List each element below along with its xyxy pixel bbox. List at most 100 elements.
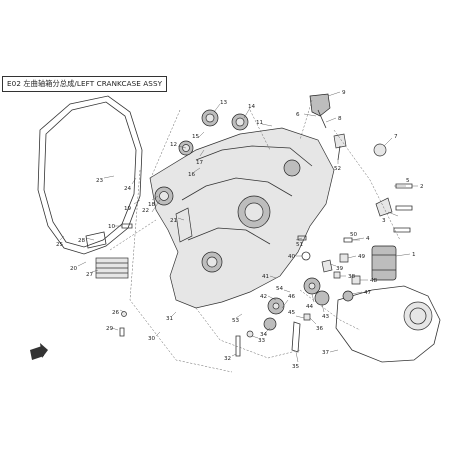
dipstick-cap-7 (373, 143, 387, 157)
crankcase-rib-3 (187, 227, 271, 245)
right-cover-gasket (335, 285, 441, 363)
svg-text:18: 18 (148, 202, 156, 208)
callout-27: 27 (86, 269, 99, 278)
dashed-outline-4 (333, 129, 401, 241)
right-cover-round-inner (409, 307, 427, 325)
svg-text:12: 12 (170, 142, 177, 148)
callout-11: 11 (256, 120, 273, 127)
callout-21: 21 (170, 217, 185, 224)
callout-49: 49 (347, 254, 366, 260)
crankcase-bore-top (283, 159, 301, 177)
svg-text:3: 3 (382, 218, 386, 224)
callout-15: 15 (192, 131, 205, 140)
svg-text:2: 2 (420, 184, 424, 190)
svg-text:22: 22 (142, 208, 149, 214)
svg-text:27: 27 (86, 272, 94, 278)
nut-38 (333, 271, 341, 279)
gasket-40 (301, 251, 311, 261)
callout-19: 19 (124, 199, 141, 212)
svg-text:9: 9 (342, 90, 346, 96)
svg-text:36: 36 (316, 326, 324, 332)
gear-47 (342, 290, 354, 302)
plug-52-shaft (337, 145, 341, 161)
strainer-bracket (85, 231, 107, 249)
callout-8: 8 (325, 116, 342, 123)
gear-43 (314, 290, 330, 306)
svg-text:50: 50 (350, 232, 358, 238)
svg-text:52: 52 (334, 166, 341, 172)
bearing-13-inner (205, 113, 215, 123)
svg-text:44: 44 (306, 304, 314, 310)
callout-4: 4 (351, 236, 370, 242)
svg-text:24: 24 (124, 186, 132, 192)
svg-text:43: 43 (322, 314, 330, 320)
bolt-10 (121, 223, 133, 229)
svg-text:39: 39 (336, 266, 344, 272)
svg-text:8: 8 (338, 116, 342, 122)
callout-41: 41 (262, 274, 277, 280)
dashed-outline-2 (149, 109, 181, 181)
callout-43: 43 (321, 303, 330, 320)
bolt-32 (235, 335, 241, 357)
callout-34: 34 (260, 327, 271, 338)
callout-5: 5 (394, 178, 410, 187)
dashed-outline-8 (109, 219, 157, 251)
callout-48: 48 (360, 278, 378, 284)
svg-text:15: 15 (192, 134, 200, 140)
svg-text:21: 21 (170, 218, 178, 224)
svg-text:29: 29 (106, 326, 114, 332)
bracket-3 (375, 197, 393, 217)
callout-50: 50 (350, 232, 360, 241)
callout-7: 7 (383, 134, 398, 147)
callout-44: 44 (306, 293, 315, 310)
callout-24: 24 (124, 177, 137, 192)
svg-text:49: 49 (358, 254, 366, 260)
crankcase-bore-large-inner (244, 202, 264, 222)
callout-26: 26 (112, 309, 125, 316)
callout-54: 54 (276, 286, 291, 293)
callout-9: 9 (327, 90, 346, 97)
svg-text:48: 48 (370, 278, 378, 284)
svg-text:5: 5 (406, 178, 410, 184)
svg-text:10: 10 (108, 224, 116, 230)
pin-45 (303, 313, 311, 321)
svg-text:19: 19 (124, 206, 132, 212)
callout-45: 45 (288, 310, 305, 319)
callout-23: 23 (96, 175, 115, 184)
svg-text:7: 7 (394, 134, 398, 140)
callout-39: 39 (329, 263, 344, 272)
svg-text:38: 38 (348, 274, 356, 280)
oil-filter (371, 245, 397, 281)
sensor-39 (321, 259, 333, 273)
callout-29: 29 (106, 326, 119, 332)
fitting-49 (339, 253, 349, 263)
svg-text:40: 40 (288, 254, 296, 260)
callout-3: 3 (382, 211, 399, 224)
callout-17: 17 (196, 149, 205, 166)
svg-text:46: 46 (288, 294, 296, 300)
callout-40: 40 (288, 254, 302, 260)
callout-36: 36 (309, 317, 324, 332)
bolt-2-mid (395, 205, 413, 211)
svg-text:45: 45 (288, 310, 296, 316)
svg-text:4: 4 (366, 236, 370, 242)
callout-46: 46 (281, 294, 296, 309)
svg-text:11: 11 (256, 120, 264, 126)
bolt-29 (119, 327, 125, 337)
fitting-48 (351, 275, 361, 285)
callout-32: 32 (224, 353, 237, 362)
svg-text:34: 34 (260, 332, 268, 338)
callout-33: 33 (251, 335, 266, 344)
callout-28: 28 (78, 237, 95, 244)
svg-text:14: 14 (248, 104, 256, 110)
diagram-title: E02 左曲轴箱分总成/LEFT CRANKCASE ASSY (7, 79, 163, 88)
callout-13: 13 (213, 100, 228, 113)
gear-44-hub (308, 282, 316, 290)
crankcase-bore-small-inner (206, 256, 218, 268)
relief-valve-9 (309, 93, 331, 117)
callout-1: 1 (395, 252, 416, 258)
callout-18: 18 (148, 195, 159, 208)
svg-text:32: 32 (224, 356, 231, 362)
callout-38: 38 (340, 274, 356, 280)
